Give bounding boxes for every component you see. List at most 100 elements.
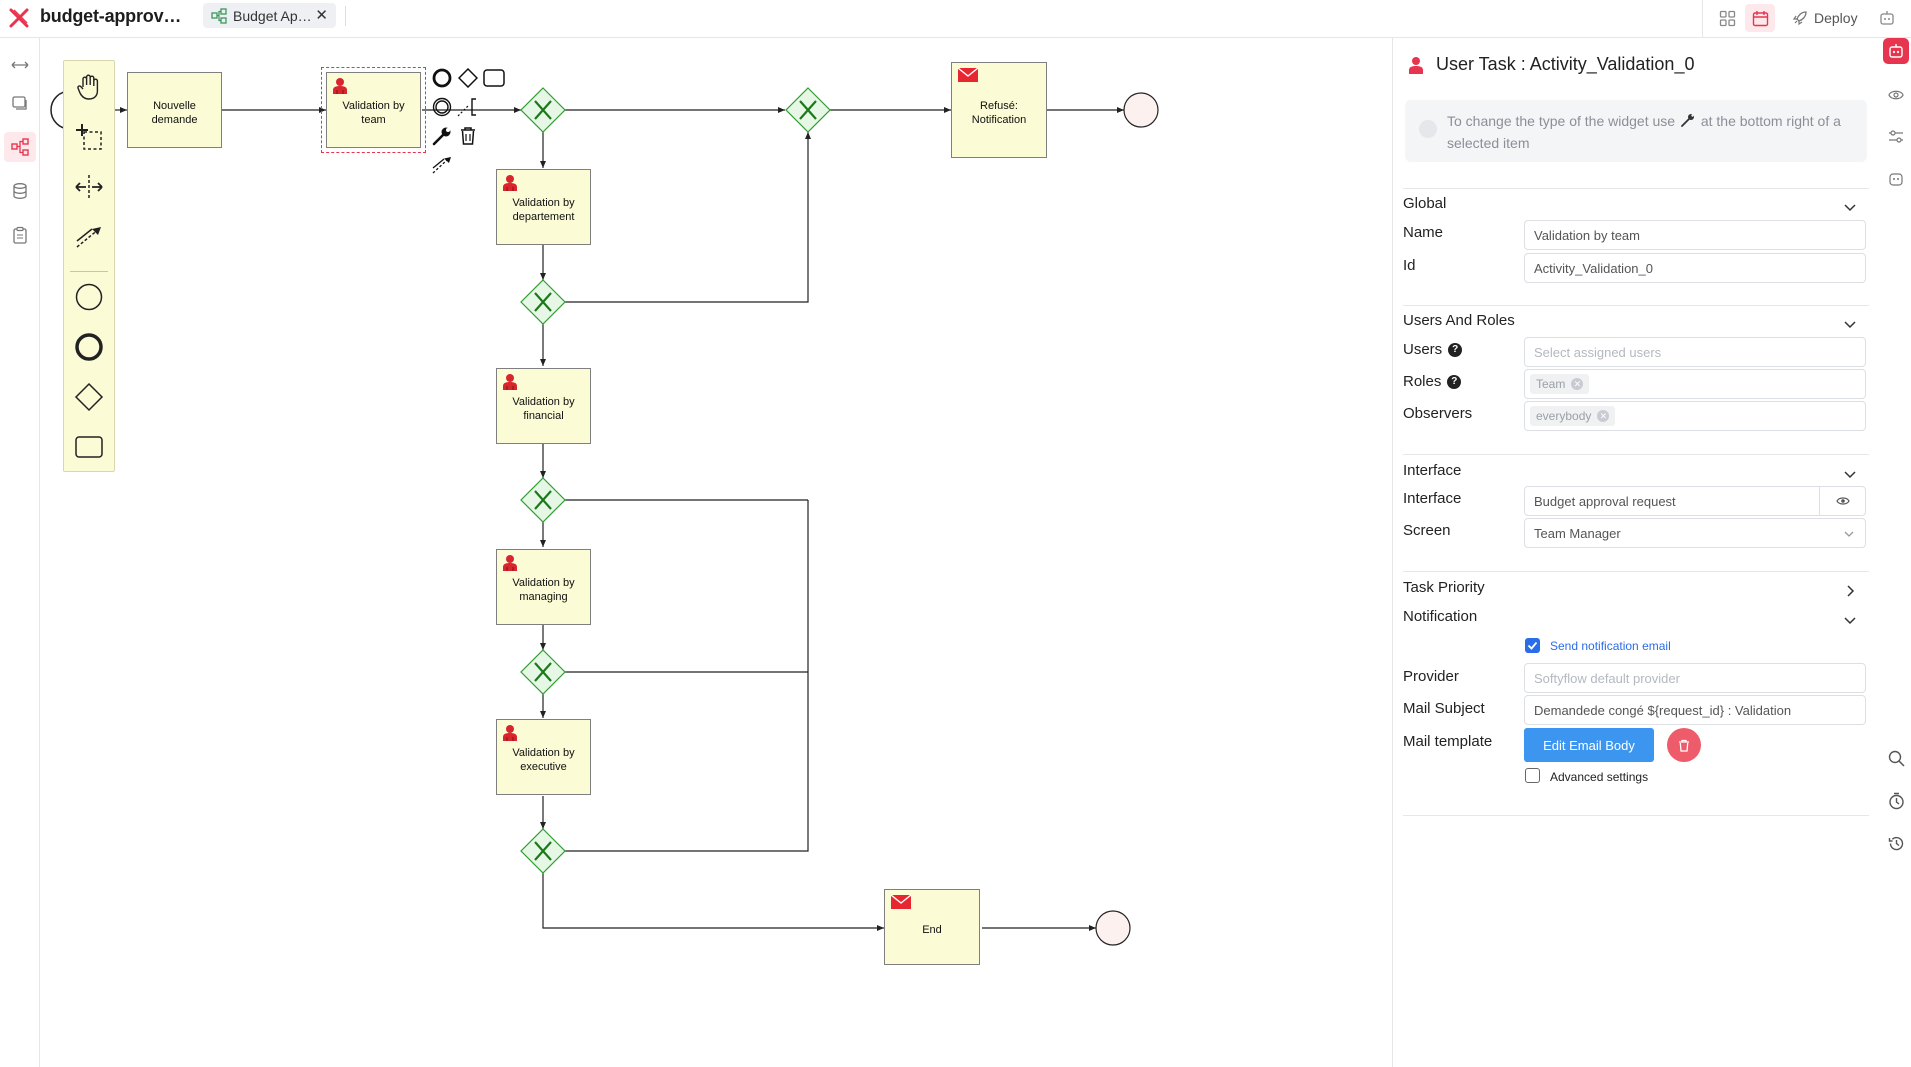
tab-close-icon[interactable]: ✕ bbox=[315, 7, 328, 24]
template-label: Mail template bbox=[1403, 733, 1493, 750]
database-button[interactable] bbox=[4, 176, 36, 206]
tool-palette bbox=[63, 60, 115, 472]
gateway-3[interactable] bbox=[520, 477, 566, 523]
info-icon bbox=[1419, 120, 1437, 138]
append-end-event[interactable] bbox=[431, 67, 453, 89]
send-email-checkbox[interactable] bbox=[1525, 638, 1540, 653]
deploy-button[interactable]: Deploy bbox=[1792, 4, 1858, 32]
users-select[interactable]: Select assigned users bbox=[1524, 337, 1866, 367]
task-validation-team[interactable]: Validation by team bbox=[321, 67, 426, 153]
help-icon[interactable]: ? bbox=[1447, 374, 1462, 389]
append-text-annotation[interactable] bbox=[457, 96, 479, 118]
process-nav-button[interactable] bbox=[4, 132, 36, 162]
timer-button[interactable] bbox=[1883, 788, 1909, 814]
append-task[interactable] bbox=[483, 67, 505, 89]
task-refuse-notification[interactable]: Refusé: Notification bbox=[951, 62, 1047, 158]
end-event-refused[interactable] bbox=[1123, 92, 1159, 128]
gateway-icon bbox=[458, 68, 478, 88]
id-field[interactable]: Activity_Validation_0 bbox=[1524, 253, 1866, 283]
name-field[interactable]: Validation by team bbox=[1524, 220, 1866, 250]
advanced-settings-checkbox[interactable] bbox=[1525, 768, 1540, 783]
roles-select[interactable]: Team ✕ bbox=[1524, 369, 1866, 399]
advanced-settings-label[interactable]: Advanced settings bbox=[1550, 770, 1649, 784]
end-event-icon bbox=[75, 333, 103, 361]
task-validation-executive[interactable]: Validation by executive bbox=[496, 719, 591, 795]
user-icon bbox=[503, 725, 517, 741]
bot-settings-button[interactable] bbox=[1883, 166, 1909, 192]
task-end[interactable]: End bbox=[884, 889, 980, 965]
observers-select[interactable]: everybody ✕ bbox=[1524, 401, 1866, 431]
send-email-label[interactable]: Send notification email bbox=[1550, 639, 1671, 653]
properties-panel: User Task : Activity_Validation_0 To cha… bbox=[1392, 38, 1878, 1067]
create-start-event[interactable] bbox=[71, 279, 107, 315]
divider bbox=[1403, 571, 1869, 572]
history-button[interactable] bbox=[1883, 830, 1909, 856]
end-event-final[interactable] bbox=[1095, 910, 1131, 946]
delete-template-button[interactable] bbox=[1667, 728, 1701, 762]
edit-email-body-button[interactable]: Edit Email Body bbox=[1524, 728, 1654, 762]
gateway-2[interactable] bbox=[520, 279, 566, 325]
lasso-tool[interactable] bbox=[71, 119, 107, 155]
search-button[interactable] bbox=[1883, 745, 1909, 771]
gateway-5[interactable] bbox=[520, 828, 566, 874]
chevron-down-icon[interactable] bbox=[1841, 611, 1859, 629]
deploy-label: Deploy bbox=[1814, 10, 1858, 26]
change-type[interactable] bbox=[431, 125, 453, 147]
diagram-connections bbox=[50, 87, 1159, 946]
section-task-priority-title[interactable]: Task Priority bbox=[1403, 579, 1485, 596]
task-validation-financial[interactable]: Validation by financial bbox=[496, 368, 591, 444]
info-box: To change the type of the widget use at … bbox=[1405, 100, 1867, 162]
expand-button[interactable] bbox=[4, 50, 36, 80]
eye-icon bbox=[1835, 497, 1850, 505]
wrench-icon bbox=[1681, 114, 1694, 127]
gateway-4[interactable] bbox=[520, 649, 566, 695]
hand-tool[interactable] bbox=[71, 69, 107, 105]
space-tool[interactable] bbox=[71, 169, 107, 205]
chevron-down-icon[interactable] bbox=[1841, 198, 1859, 216]
mail-icon bbox=[891, 895, 911, 909]
append-gateway[interactable] bbox=[457, 67, 479, 89]
task-validation-departement[interactable]: Validation by departement bbox=[496, 169, 591, 245]
create-end-event[interactable] bbox=[71, 329, 107, 365]
divider bbox=[1403, 305, 1869, 306]
chevron-right-icon[interactable] bbox=[1841, 582, 1859, 600]
clipboard-button[interactable] bbox=[4, 220, 36, 250]
create-task[interactable] bbox=[71, 429, 107, 465]
help-icon[interactable]: ? bbox=[1448, 342, 1463, 357]
provider-select[interactable]: Softyflow default provider bbox=[1524, 663, 1866, 693]
screen-select[interactable]: Team Manager bbox=[1524, 518, 1866, 548]
subject-field[interactable]: Demandede congé ${request_id} : Validati… bbox=[1524, 695, 1866, 725]
robot-assistant-button[interactable] bbox=[1883, 38, 1909, 64]
gateway-join[interactable] bbox=[785, 87, 831, 133]
settings-sliders-button[interactable] bbox=[1883, 124, 1909, 150]
task-validation-managing[interactable]: Validation by managing bbox=[496, 549, 591, 625]
interface-select[interactable]: Budget approval request bbox=[1524, 486, 1820, 516]
preview-interface-button[interactable] bbox=[1820, 486, 1866, 516]
robot-button[interactable] bbox=[1872, 4, 1902, 32]
database-icon bbox=[13, 183, 27, 199]
chip-remove-icon[interactable]: ✕ bbox=[1597, 410, 1610, 422]
bpmn-canvas[interactable]: Nouvelle demande Validation by team Vali… bbox=[41, 38, 1391, 1067]
task-icon bbox=[483, 69, 505, 87]
task-label: Validation by departement bbox=[512, 197, 575, 223]
users-label: Users ? bbox=[1403, 341, 1463, 358]
chip-remove-icon[interactable]: ✕ bbox=[1571, 378, 1584, 390]
calendar-button[interactable] bbox=[1745, 4, 1775, 32]
layers-button[interactable] bbox=[4, 88, 36, 118]
task-label: Validation by managing bbox=[512, 577, 575, 603]
tab-budget-approval[interactable]: Budget Ap… ✕ bbox=[203, 3, 336, 28]
chevron-down-icon[interactable] bbox=[1841, 465, 1859, 483]
task-nouvelle-demande[interactable]: Nouvelle demande bbox=[127, 72, 222, 148]
gateway-1[interactable] bbox=[520, 87, 566, 133]
append-intermediate-event[interactable] bbox=[431, 96, 453, 118]
app-logo-icon[interactable] bbox=[8, 7, 30, 29]
delete-element[interactable] bbox=[457, 125, 479, 147]
connect-tool[interactable] bbox=[71, 219, 107, 255]
chevron-down-icon[interactable] bbox=[1841, 315, 1859, 333]
connect-element[interactable] bbox=[431, 154, 453, 176]
preview-button[interactable] bbox=[1883, 82, 1909, 108]
text-annotation-icon bbox=[457, 98, 476, 117]
left-rail bbox=[0, 38, 40, 1067]
layout-grid-button[interactable] bbox=[1712, 4, 1742, 32]
create-gateway[interactable] bbox=[71, 379, 107, 415]
